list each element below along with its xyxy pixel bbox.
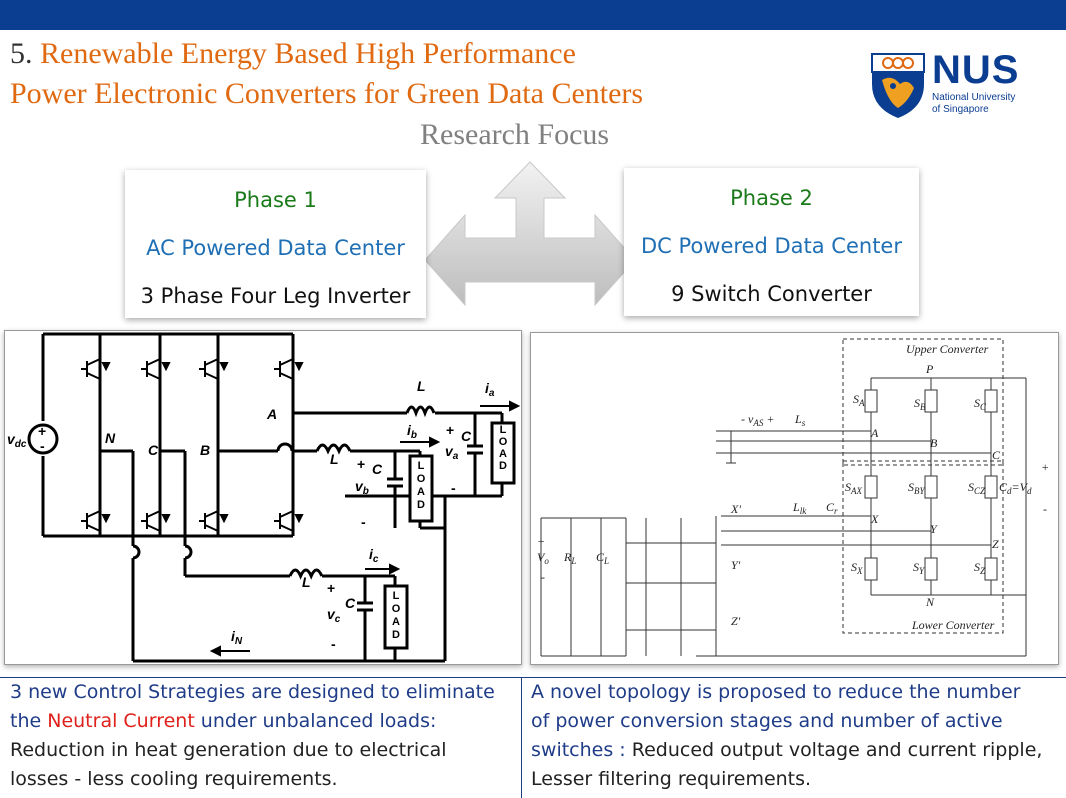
- node-y-label: Y: [930, 522, 938, 536]
- nus-logo: NUS National University of Singapore: [868, 48, 1028, 120]
- sx-label: SX: [851, 560, 863, 576]
- node-n-right-label: N: [925, 595, 935, 609]
- right-summary-line-1: A novel topology is proposed to reduce t…: [531, 681, 1021, 703]
- svg-text:-: -: [40, 438, 45, 454]
- llk-label: Llk: [792, 500, 807, 516]
- sc-label: SC: [974, 396, 987, 412]
- lower-converter-label: Lower Converter: [911, 618, 995, 632]
- nine-switch-converter-schematic: Upper Converter Lower Converter P N A B …: [530, 332, 1059, 665]
- node-c-right-label: C: [992, 448, 1001, 462]
- svg-text:+: +: [446, 422, 454, 438]
- left-summary-line-1: 3 new Control Strategies are designed to…: [10, 681, 495, 703]
- sz-label: SZ: [974, 560, 986, 576]
- ib-label: ib: [407, 422, 417, 441]
- vo-label: Vo: [537, 550, 549, 566]
- right-summary-line-4: Lesser filtering requirements.: [531, 768, 812, 790]
- cd-label: Cd=Vd: [999, 480, 1032, 496]
- sby-label: SBY: [908, 480, 925, 496]
- vo-minus: -: [541, 570, 545, 584]
- svg-text:+: +: [357, 456, 365, 472]
- slide-title: 5. Renewable Energy Based High Performan…: [10, 34, 643, 114]
- vb-label: vb: [355, 478, 369, 497]
- research-focus-heading: Research Focus: [420, 118, 610, 151]
- ls-label: Ls: [794, 412, 806, 428]
- title-number: 5.: [10, 37, 40, 70]
- left-summary-line-3: Reduction in heat generation due to elec…: [10, 739, 447, 761]
- upper-converter-label: Upper Converter: [906, 342, 989, 356]
- cap-b-label: C: [372, 461, 383, 477]
- ia-label: ia: [485, 380, 495, 399]
- left-summary-line-4: losses - less cooling requirements.: [10, 768, 338, 790]
- rl-label: RL: [563, 550, 576, 566]
- node-z-label: Z: [992, 537, 999, 551]
- phase-1-converter: 3 Phase Four Leg Inverter: [140, 284, 411, 308]
- node-b-right-label: B: [930, 436, 938, 450]
- va-label: va: [445, 443, 459, 462]
- sy-label: SY: [913, 560, 925, 576]
- node-zp-label: Z': [731, 614, 741, 628]
- three-way-arrow-icon: [424, 161, 636, 307]
- inductor-b-label: L: [330, 451, 339, 467]
- cl-label: CL: [596, 550, 609, 566]
- title-line-2: Power Electronic Converters for Green Da…: [10, 77, 644, 110]
- vdc-label: vdc: [7, 431, 27, 450]
- right-summary-line-3: switches : Reduced output voltage and cu…: [531, 739, 1043, 761]
- phase-1-center: AC Powered Data Center: [146, 236, 405, 260]
- scz-label: SCZ: [968, 480, 986, 496]
- nus-logo-subtitle: National University of Singapore: [932, 92, 1015, 116]
- vd-plus: +: [1041, 460, 1049, 474]
- bottom-right-summary: A novel topology is proposed to reduce t…: [522, 677, 1066, 798]
- phase-1-card: Phase 1 AC Powered Data Center 3 Phase F…: [125, 170, 426, 318]
- vas-label: - vAS +: [741, 412, 774, 428]
- phase-2-card: Phase 2 DC Powered Data Center 9 Switch …: [624, 168, 919, 316]
- sa-label: SA: [853, 392, 865, 408]
- inductor-a-label: L: [417, 378, 426, 394]
- top-banner: [0, 0, 1066, 30]
- phase-2-center: DC Powered Data Center: [641, 234, 902, 258]
- logo-line-2: of Singapore: [932, 104, 989, 115]
- vd-minus: -: [1043, 502, 1047, 516]
- sax-label: SAX: [845, 480, 862, 496]
- bottom-left-summary: 3 new Control Strategies are designed to…: [0, 677, 521, 798]
- node-c-label: C: [148, 442, 159, 458]
- phase-2-converter: 9 Switch Converter: [671, 282, 872, 306]
- bottom-divider: [521, 677, 522, 798]
- logo-line-1: National University: [932, 92, 1016, 103]
- title-line-1: Renewable Energy Based High Performance: [40, 37, 576, 70]
- phase-2-label: Phase 2: [730, 186, 813, 210]
- svg-text:-: -: [361, 514, 366, 530]
- phase-1-label: Phase 1: [234, 188, 317, 212]
- right-summary-line-2: of power conversion stages and number of…: [531, 710, 1003, 732]
- node-b-label: B: [200, 442, 210, 458]
- nus-crest-icon: [871, 53, 925, 118]
- node-a-right-label: A: [870, 426, 879, 440]
- inductor-c-label: L: [302, 574, 311, 590]
- cr-label: Cr: [826, 500, 838, 516]
- in-label: iN: [231, 628, 243, 647]
- svg-text:+: +: [38, 423, 46, 439]
- node-x-label: X: [870, 512, 879, 526]
- cap-a-label: C: [461, 428, 472, 444]
- cap-c-label: C: [345, 595, 356, 611]
- vo-plus: +: [537, 534, 545, 548]
- node-a-label: A: [266, 406, 277, 422]
- svg-text:+: +: [327, 580, 335, 596]
- sb-label: SB: [914, 396, 926, 412]
- left-summary-line-2: the Neutral Current under unbalanced loa…: [10, 710, 437, 732]
- svg-text:-: -: [451, 480, 456, 496]
- ic-label: ic: [369, 546, 379, 565]
- svg-text:-: -: [331, 636, 336, 652]
- vc-label: vc: [327, 606, 341, 625]
- node-n-label: N: [105, 430, 116, 446]
- node-yp-label: Y': [731, 558, 741, 572]
- nus-logo-text: NUS: [932, 48, 1020, 92]
- node-xp-label: X': [730, 502, 741, 516]
- node-p-label: P: [925, 362, 934, 376]
